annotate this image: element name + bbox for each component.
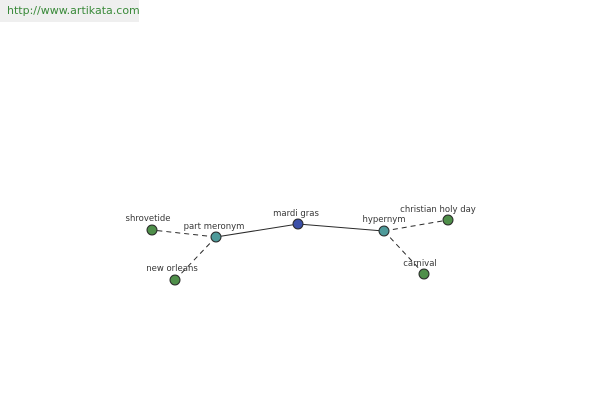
node-shrovetide[interactable] — [146, 224, 158, 236]
node-new-orleans[interactable] — [169, 274, 181, 286]
edge-meronym-new-orleans — [174, 236, 217, 281]
node-mardi-gras[interactable] — [292, 218, 304, 230]
edge-hypernym-christian-holy-day — [383, 219, 449, 232]
label-part-meronym[interactable]: part meronym — [184, 222, 245, 232]
label-christian-holy-day[interactable]: christian holy day — [400, 205, 476, 215]
watermark-url: http://www.artikata.com — [0, 0, 140, 22]
label-shrovetide[interactable]: shrovetide — [126, 214, 171, 224]
edge-hypernym-carnival — [383, 230, 425, 275]
node-part-meronym[interactable] — [210, 231, 222, 243]
label-hypernym[interactable]: hypernym — [362, 215, 405, 225]
label-mardi-gras[interactable]: mardi gras — [273, 209, 319, 219]
edge-root-hypernym — [297, 223, 385, 232]
node-hypernym[interactable] — [378, 225, 390, 237]
node-christian-holy-day[interactable] — [442, 214, 454, 226]
edge-meronym-shrovetide — [151, 229, 217, 238]
label-new-orleans[interactable]: new orleans — [146, 264, 198, 274]
edge-root-meronym — [215, 223, 299, 238]
node-carnival[interactable] — [418, 268, 430, 280]
label-carnival[interactable]: carnival — [403, 259, 437, 269]
